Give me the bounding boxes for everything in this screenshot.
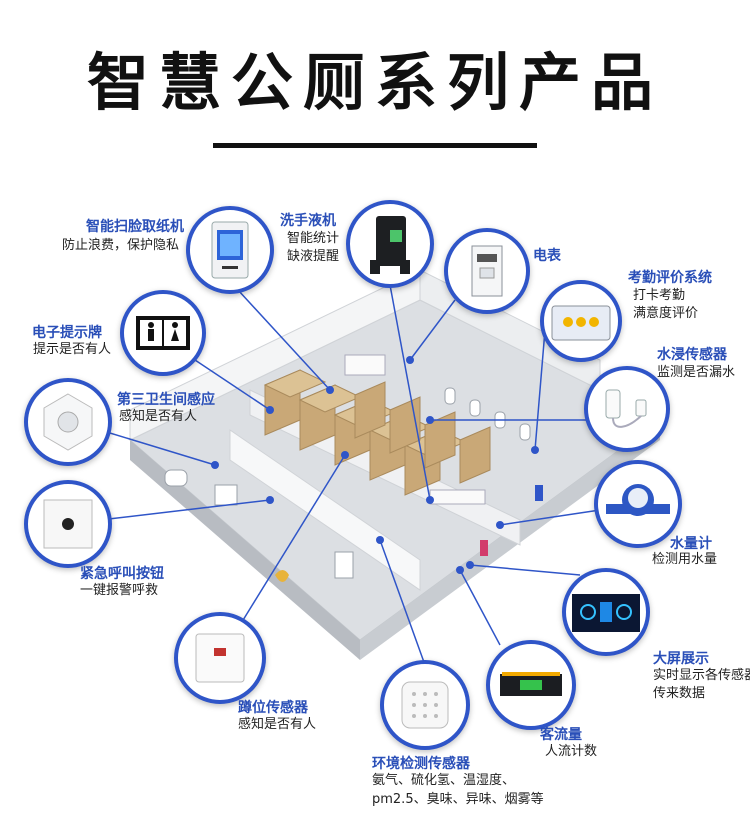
big-screen-label: 大屏展示 — [653, 651, 709, 667]
third-restroom-desc: 感知是否有人 — [119, 409, 198, 424]
electric-meter-icon — [471, 245, 503, 297]
environment-desc-2: pm2.5、臭味、异味、烟雾等 — [372, 792, 544, 807]
soap-dispenser-icon — [370, 216, 410, 274]
third-restroom-sensor-photo — [24, 378, 112, 466]
squat-sensor-desc: 感知是否有人 — [238, 717, 317, 732]
electric-meter-photo — [444, 228, 530, 314]
environment-sensor-icon — [401, 681, 449, 729]
attendance-label: 考勤评价系统 — [628, 270, 712, 286]
water-meter-photo — [594, 460, 682, 548]
title-underline — [213, 143, 537, 148]
soap-desc-2: 缺液提醒 — [287, 249, 340, 264]
people-counter-icon — [500, 672, 562, 696]
environment-label: 环境检测传感器 — [372, 756, 470, 772]
traffic-label: 客流量 — [540, 727, 582, 743]
sign-label: 电子提示牌 — [32, 325, 102, 341]
water-leak-sensor-icon — [605, 389, 647, 428]
squat-sensor-icon — [195, 633, 245, 683]
big-screen-desc-2: 传来数据 — [653, 686, 706, 701]
water-meter-label: 水量计 — [670, 536, 712, 552]
big-screen-photo — [562, 568, 650, 656]
tablet-icon — [551, 305, 611, 341]
hexagon-sensor-icon — [43, 393, 93, 451]
water-meter-desc: 检测用水量 — [652, 552, 718, 567]
water-meter-icon — [606, 484, 670, 516]
water-leak-desc: 监测是否漏水 — [657, 365, 736, 380]
water-leak-label: 水浸传感器 — [657, 347, 727, 363]
soap-label: 洗手液机 — [280, 213, 336, 229]
water-leak-sensor-photo — [584, 366, 670, 452]
people-counter-photo — [486, 640, 576, 730]
emergency-button-photo — [24, 480, 112, 568]
electric-meter-label: 电表 — [533, 248, 561, 264]
squat-sensor-label: 蹲位传感器 — [238, 700, 308, 716]
face-paper-label: 智能扫脸取纸机 — [86, 219, 184, 235]
big-screen-desc-1: 实时显示各传感器 — [653, 668, 750, 683]
face-paper-dispenser-photo — [186, 206, 274, 294]
environment-sensor-photo — [380, 660, 470, 750]
attendance-desc-2: 满意度评价 — [633, 306, 699, 321]
paper-dispenser-icon — [211, 221, 249, 279]
attendance-desc-1: 打卡考勤 — [633, 288, 686, 303]
soap-dispenser-photo — [346, 200, 434, 288]
emergency-desc: 一键报警呼救 — [80, 583, 159, 598]
electronic-sign-photo — [120, 290, 206, 376]
soap-desc-1: 智能统计 — [287, 231, 340, 246]
dashboard-screen-icon — [572, 594, 640, 632]
emergency-button-icon — [43, 499, 93, 549]
sign-desc: 提示是否有人 — [33, 342, 112, 357]
squat-sensor-photo — [174, 612, 266, 704]
environment-desc-1: 氨气、硫化氢、温湿度、 — [372, 773, 516, 788]
third-restroom-label: 第三卫生间感应 — [117, 392, 215, 408]
attendance-tablet-photo — [540, 280, 622, 362]
restroom-sign-icon — [136, 316, 190, 350]
emergency-label: 紧急呼叫按钮 — [80, 566, 164, 582]
traffic-desc: 人流计数 — [545, 744, 598, 759]
page-title: 智慧公厕系列产品 — [86, 46, 663, 119]
face-paper-desc: 防止浪费，保护隐私 — [62, 238, 180, 253]
